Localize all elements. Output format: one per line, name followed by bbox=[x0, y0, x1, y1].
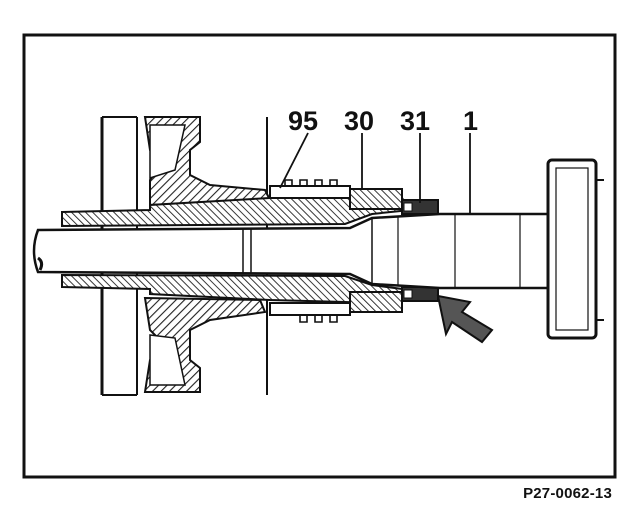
part-31-lower bbox=[401, 286, 439, 302]
upper-housing-inner bbox=[149, 124, 186, 180]
shaft-flange bbox=[546, 158, 604, 340]
leader-lines bbox=[279, 132, 471, 214]
lower-housing-inner bbox=[149, 334, 186, 386]
part-30-lower bbox=[349, 291, 403, 313]
callout-31: 31 bbox=[400, 106, 430, 136]
callout-95: 95 bbox=[288, 106, 318, 136]
shaft bbox=[32, 212, 550, 290]
part-30-upper bbox=[349, 188, 403, 210]
press-arrow bbox=[436, 294, 494, 344]
figure-id: P27-0062-13 bbox=[523, 485, 612, 502]
callout-30: 30 bbox=[344, 106, 374, 136]
callout-1: 1 bbox=[463, 106, 478, 136]
